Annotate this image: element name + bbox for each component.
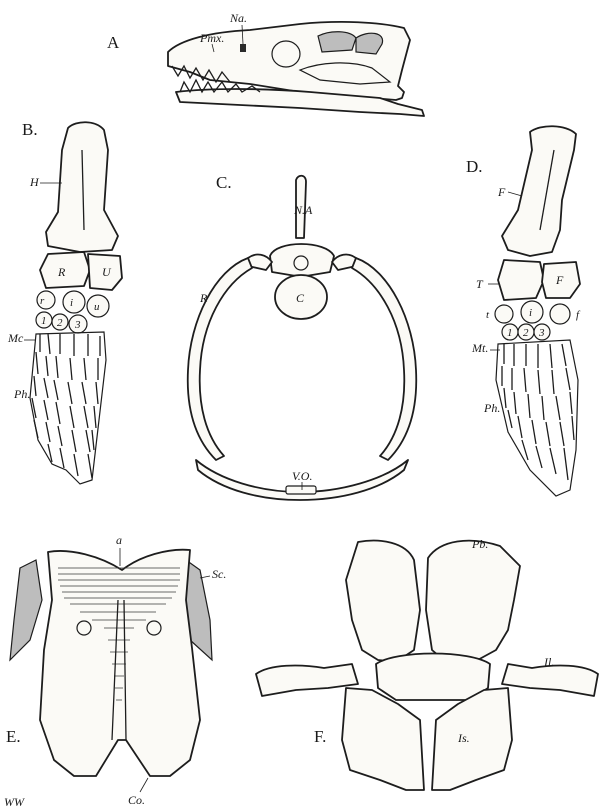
label-ph-b: Ph. <box>13 387 30 401</box>
pubis-right <box>426 541 520 662</box>
label-vo: V.O. <box>292 469 312 483</box>
scapula-left <box>10 560 42 660</box>
label-digit-1-d: 1 <box>507 327 513 339</box>
rib-right <box>352 258 416 460</box>
humerus <box>46 122 118 252</box>
femur <box>502 126 576 256</box>
label-pb: Pb. <box>471 537 488 551</box>
label-u-cap: U <box>102 265 112 279</box>
intermedium-bone <box>63 291 85 313</box>
label-h: H <box>29 175 40 189</box>
label-digit-1: 1 <box>41 315 47 327</box>
fibulare-bone <box>550 304 570 324</box>
neural-canal <box>294 256 308 270</box>
figure-d-hindlimb: D. F T F t i f 1 2 3 Mt. Ph. <box>466 126 581 496</box>
label-na: Na. <box>229 11 247 25</box>
label-f-small: f <box>576 309 581 321</box>
label-c: C <box>296 291 305 305</box>
label-a: a <box>116 533 122 547</box>
label-il: Il. <box>543 655 554 669</box>
label-co: Co. <box>128 793 145 807</box>
label-digit-3: 3 <box>74 319 81 331</box>
figure-c-letter: C. <box>216 173 232 192</box>
figure-a-skull: A Pmx. Na. <box>107 11 424 116</box>
figure-f-letter: F. <box>314 727 326 746</box>
figure-c-vertebra: C. N.A R C V.O. <box>188 173 417 500</box>
label-r: R <box>57 265 66 279</box>
figure-b-forelimb: B. H R U r i u 1 2 3 Mc Ph. <box>7 120 122 484</box>
tibiale-bone <box>495 305 513 323</box>
label-mt: Mt. <box>471 341 488 355</box>
label-digit-2: 2 <box>57 317 63 329</box>
acetabular-ring <box>376 654 490 701</box>
pes-digits <box>496 340 578 496</box>
label-digit-3-d: 3 <box>538 327 545 339</box>
label-digit-2-d: 2 <box>523 327 529 339</box>
rib-left <box>188 258 252 460</box>
figure-b-letter: B. <box>22 120 38 139</box>
ilium-left <box>256 664 358 696</box>
label-is: Is. <box>457 731 470 745</box>
skull-temporal-fossa-1 <box>318 32 356 52</box>
label-pmx: Pmx. <box>199 31 224 45</box>
figure-e-letter: E. <box>6 727 21 746</box>
figure-e-shoulder-girdle: E. a Sc. Co. WW <box>4 533 226 809</box>
label-r-c: R <box>199 291 208 305</box>
label-f: F <box>555 273 564 287</box>
label-r-small: r <box>40 295 45 307</box>
label-t: T <box>476 277 484 291</box>
ischium-right <box>432 688 512 790</box>
manus-digits <box>30 332 106 484</box>
label-u: u <box>94 301 100 313</box>
tibia-bone <box>498 260 544 300</box>
ischium-left <box>342 688 424 790</box>
label-f-upper: F <box>497 185 506 199</box>
label-i-d: i <box>529 307 532 319</box>
figure-f-pelvic-girdle: F. Pb. Il. Is. <box>256 537 598 790</box>
label-t-small: t <box>486 309 490 321</box>
figure-a-letter: A <box>107 33 120 52</box>
ventral-ossicle <box>286 486 316 494</box>
figure-d-letter: D. <box>466 157 483 176</box>
label-mc: Mc <box>7 331 24 345</box>
label-i: i <box>70 297 73 309</box>
label-na-c: N.A <box>293 203 313 217</box>
engraver-signature: WW <box>4 795 25 809</box>
pubis-left <box>346 541 420 662</box>
coracoid-plate <box>40 550 200 776</box>
label-ph-d: Ph. <box>483 401 500 415</box>
skull-orbit <box>272 41 300 67</box>
label-sc: Sc. <box>212 567 226 581</box>
coracoid-foramen-left <box>77 621 91 635</box>
skull-nostril <box>240 44 246 52</box>
coracoid-foramen-right <box>147 621 161 635</box>
